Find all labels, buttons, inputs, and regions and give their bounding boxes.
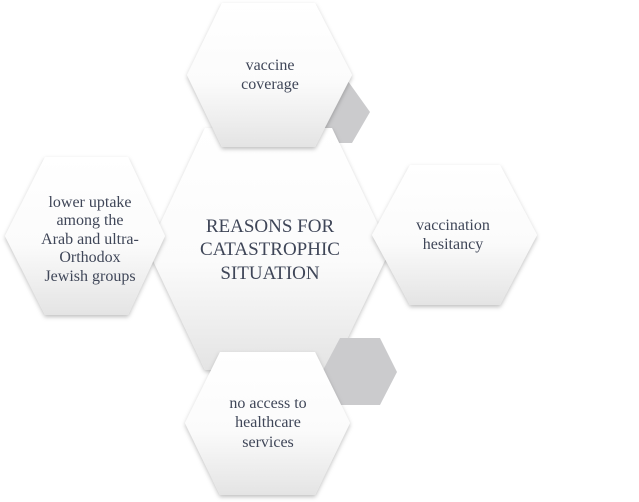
center-line: SITUATION bbox=[220, 262, 320, 284]
center-hexagon bbox=[148, 128, 390, 370]
right-line: vaccination bbox=[416, 216, 490, 234]
left-line: Arab and ultra- bbox=[41, 230, 139, 248]
bottom-line: no access to bbox=[229, 395, 307, 413]
bottom-hexagon bbox=[185, 352, 350, 495]
center-line: CATASTROPHIC bbox=[200, 239, 340, 261]
bottom-line: services bbox=[242, 433, 294, 451]
left-line: lower uptake bbox=[48, 194, 132, 212]
top-line: vaccine bbox=[245, 56, 295, 74]
gray-accent-top bbox=[318, 70, 370, 143]
bottom-line: healthcare bbox=[235, 414, 301, 432]
gray-accent-bottom bbox=[322, 338, 397, 405]
top-label: vaccine coverage bbox=[200, 50, 340, 100]
left-line: Orthodox bbox=[59, 249, 121, 267]
left-line: among the bbox=[56, 212, 124, 230]
right-line: hesitancy bbox=[422, 236, 484, 253]
center-line: REASONS FOR bbox=[205, 216, 335, 238]
top-hexagon bbox=[187, 3, 352, 147]
left-hexagon bbox=[5, 157, 165, 315]
top-line: coverage bbox=[241, 76, 299, 93]
right-label: vaccination hesitancy bbox=[383, 210, 523, 260]
left-line: Jewish groups bbox=[44, 267, 136, 285]
right-hexagon bbox=[372, 165, 537, 305]
